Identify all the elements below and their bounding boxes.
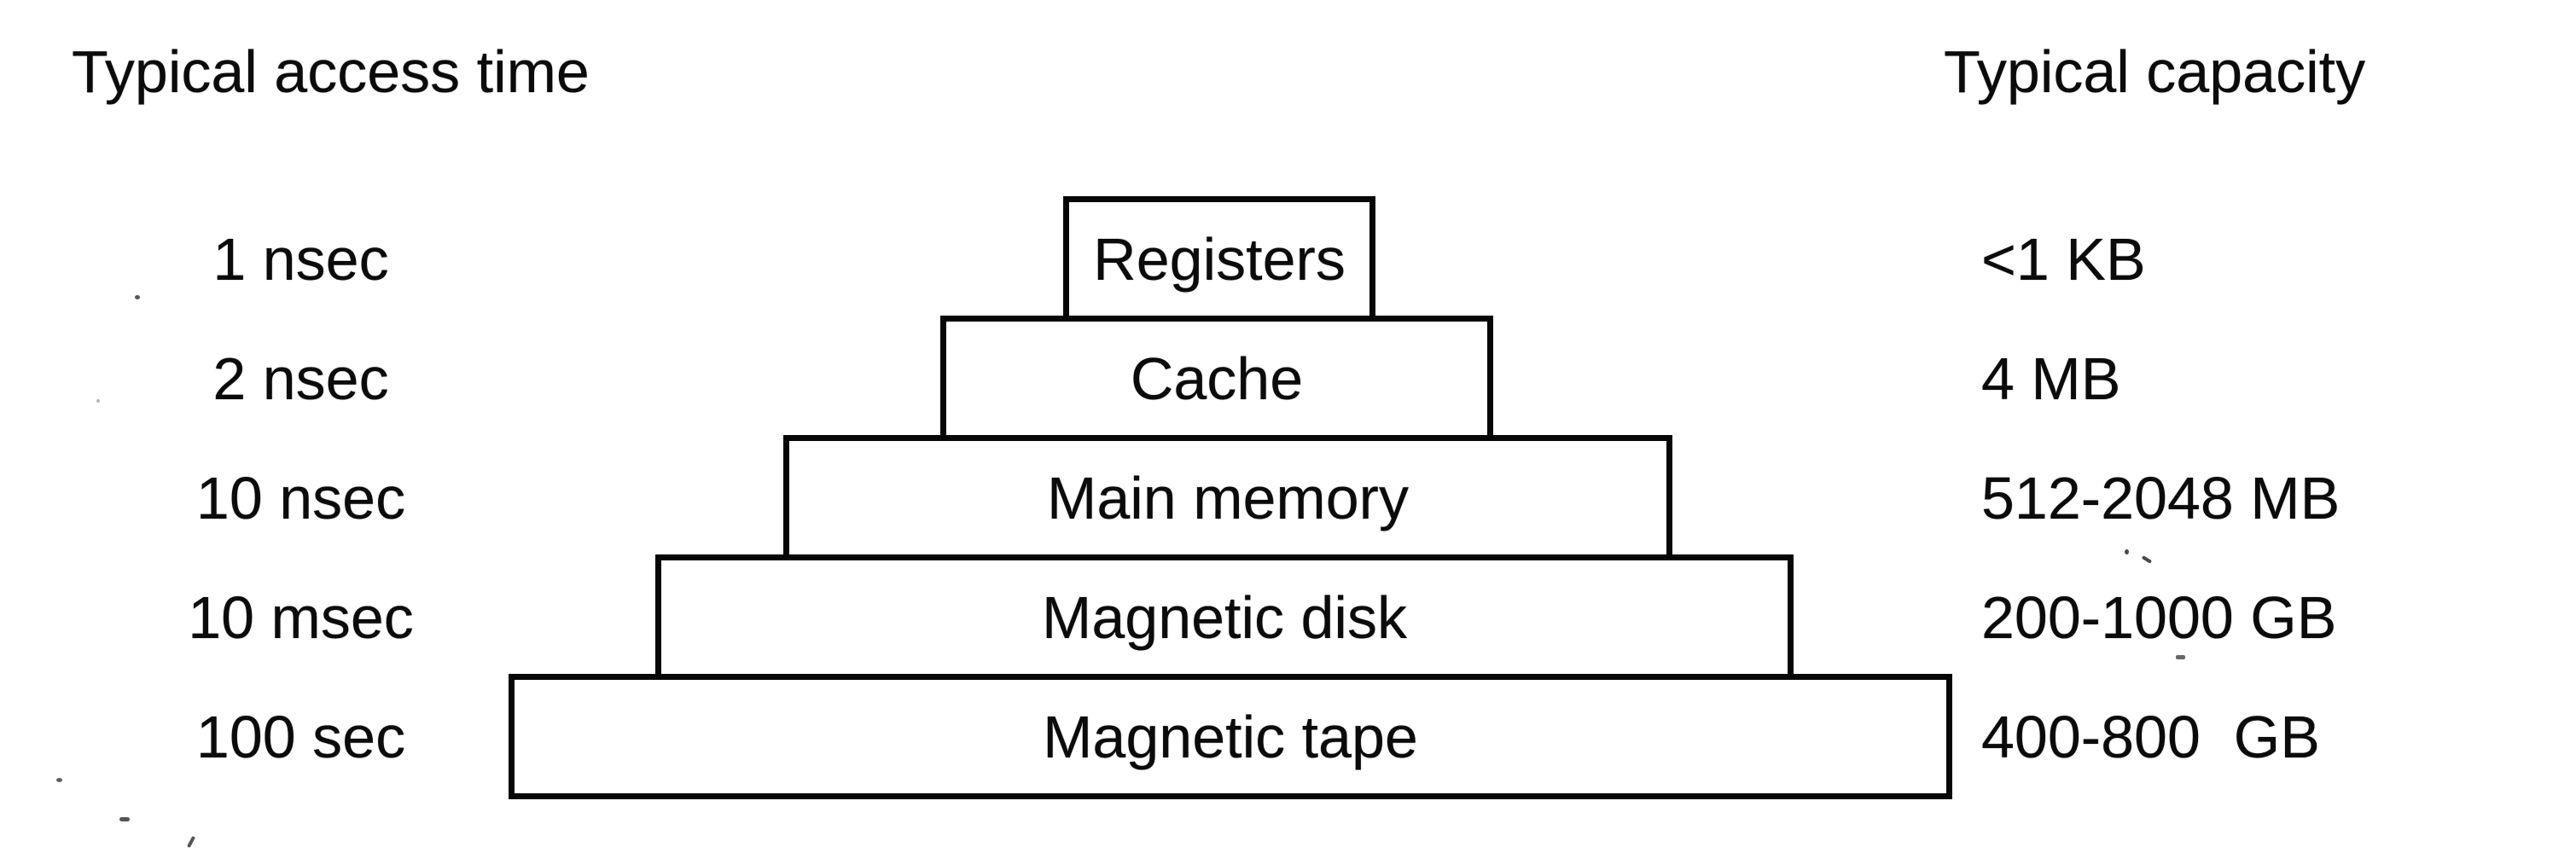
access-time-label-registers: 1 nsec [212,225,389,293]
scan-speck [186,835,196,849]
level-box-magnetic-tape: Magnetic tape [509,674,1952,799]
access-time-label-cache: 2 nsec [212,345,389,412]
scan-speck [96,399,100,403]
capacity-label-main-memory: 512-2048 MB [1981,464,2340,531]
level-label-magnetic-disk: Magnetic disk [1042,583,1407,651]
scan-speck [2176,655,2185,659]
access-time-label-magnetic-tape: 100 sec [195,703,406,770]
capacity-header: Typical capacity [1944,38,2366,105]
level-box-registers: Registers [1063,196,1375,322]
capacity-label-registers: <1 KB [1981,225,2146,293]
level-label-main-memory: Main memory [1047,464,1409,531]
level-label-registers: Registers [1093,225,1346,293]
access-time-label-magnetic-disk: 10 msec [188,583,414,651]
level-label-magnetic-tape: Magnetic tape [1043,703,1418,770]
capacity-label-magnetic-disk: 200-1000 GB [1981,583,2337,651]
level-box-main-memory: Main memory [783,435,1672,560]
access-time-label-main-memory: 10 nsec [195,464,406,531]
capacity-label-cache: 4 MB [1981,345,2121,412]
access-time-header: Typical access time [72,38,590,105]
level-label-cache: Cache [1130,345,1304,412]
scan-speck [119,817,130,821]
level-box-magnetic-disk: Magnetic disk [655,554,1794,680]
scan-speck [135,295,140,299]
level-box-cache: Cache [940,316,1493,441]
scan-speck [56,778,62,782]
scan-speck [2125,549,2129,554]
capacity-label-magnetic-tape: 400-800 GB [1981,703,2320,770]
